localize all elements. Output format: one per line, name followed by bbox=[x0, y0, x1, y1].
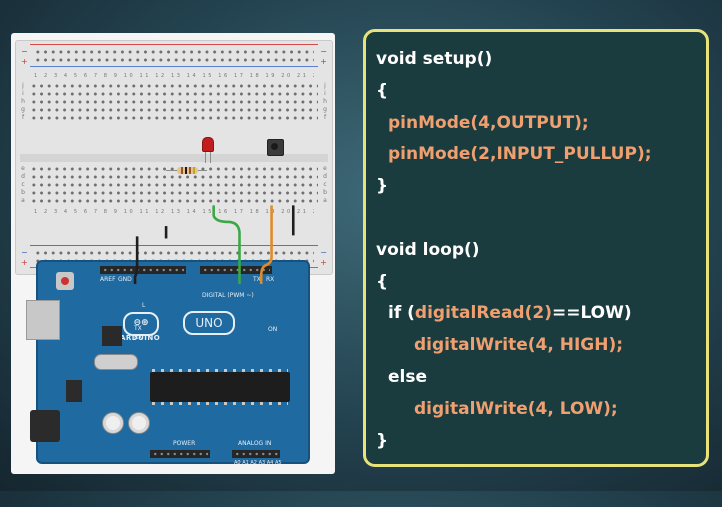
code-digitalread: digitalRead(2) bbox=[414, 303, 552, 324]
code-line-loop-signature: void loop() bbox=[376, 239, 480, 260]
row-letter: d bbox=[21, 173, 25, 180]
capacitor bbox=[128, 412, 150, 434]
usb-chip bbox=[102, 326, 122, 346]
code-line-open-brace: { bbox=[376, 271, 389, 292]
l-label: L bbox=[142, 302, 146, 309]
rx-label: RX bbox=[266, 276, 275, 283]
arduino-uno-board: AREF GND DIGITAL (PWM ~) TX RX L TX RX O… bbox=[26, 260, 310, 466]
row-letter: g bbox=[21, 106, 25, 113]
rail-plus-sign: + bbox=[21, 57, 28, 66]
row-letter: e bbox=[21, 165, 25, 172]
resistor-lead bbox=[198, 170, 207, 171]
row-letter: c bbox=[323, 181, 327, 188]
tx-led-label: TX bbox=[134, 325, 142, 332]
resistor-band bbox=[193, 167, 195, 174]
rail-line-negative bbox=[30, 245, 318, 246]
led-leg bbox=[205, 151, 206, 163]
resistor-band bbox=[185, 167, 187, 174]
digital-header-left bbox=[100, 266, 186, 274]
analog-header bbox=[232, 450, 280, 458]
row-letter: h bbox=[21, 98, 25, 105]
analog-pins-label: A0 A1 A2 A3 A4 A5 bbox=[234, 460, 282, 466]
gnd-label: GND bbox=[118, 276, 132, 283]
code-line-blank bbox=[376, 203, 696, 235]
row-letter: a bbox=[21, 197, 25, 204]
code-if-keyword: if ( bbox=[388, 303, 415, 324]
breadboard: − + − + 1 2 3 4 5 6 7 8 9 10 11 12 13 14… bbox=[15, 40, 333, 275]
row-letter: f bbox=[21, 114, 25, 121]
rail-line-negative bbox=[30, 66, 318, 67]
row-letter: e bbox=[323, 165, 327, 172]
resistor-lead bbox=[166, 170, 177, 171]
code-line-setup-signature: void setup() bbox=[376, 49, 493, 69]
resistor-band bbox=[181, 167, 183, 174]
aref-label: AREF bbox=[100, 276, 116, 283]
code-line-else: else bbox=[388, 366, 428, 387]
code-line-digitalwrite-low: digitalWrite(4, LOW); bbox=[414, 398, 618, 419]
arduino-logo: ⊖⊕ bbox=[123, 312, 159, 336]
crystal-oscillator bbox=[94, 354, 138, 370]
code-line-digitalwrite-high: digitalWrite(4, HIGH); bbox=[414, 335, 624, 356]
row-letter: a bbox=[323, 197, 327, 204]
code-line-pinmode-output: pinMode(4,OUTPUT); bbox=[388, 112, 589, 133]
voltage-regulator bbox=[66, 380, 82, 402]
row-letter: c bbox=[21, 181, 25, 188]
terminal-holes-lower bbox=[30, 165, 318, 205]
power-header bbox=[150, 450, 210, 458]
atmega-chip bbox=[150, 369, 290, 405]
usb-port bbox=[26, 300, 60, 340]
row-letter: g bbox=[323, 106, 327, 113]
power-label: POWER bbox=[173, 440, 196, 447]
code-line-close-brace: } bbox=[376, 430, 389, 451]
row-letter: j bbox=[22, 82, 24, 89]
uno-logo: UNO bbox=[183, 311, 235, 335]
row-letter: f bbox=[323, 114, 327, 121]
rail-line-positive bbox=[30, 44, 318, 45]
rail-minus-sign: − bbox=[21, 47, 28, 56]
resistor[interactable] bbox=[177, 167, 198, 174]
push-button-cap[interactable] bbox=[271, 143, 278, 150]
rail-holes bbox=[34, 48, 314, 64]
row-letter: i bbox=[22, 90, 24, 97]
digital-header-right bbox=[200, 266, 272, 274]
analog-label: ANALOG IN bbox=[238, 440, 272, 447]
column-numbers-top: 1 2 3 4 5 6 7 8 9 10 11 12 13 14 15 16 1… bbox=[34, 73, 314, 79]
rail-plus-sign: + bbox=[21, 258, 28, 267]
code-panel: void setup() { pinMode(4,OUTPUT); pinMod… bbox=[363, 29, 709, 467]
capacitor bbox=[102, 412, 124, 434]
rail-minus-sign: − bbox=[320, 47, 327, 56]
row-letter: b bbox=[323, 189, 327, 196]
row-letter: d bbox=[323, 173, 327, 180]
code-line-open-brace: { bbox=[376, 80, 389, 101]
rail-minus-sign: − bbox=[21, 248, 28, 257]
column-numbers-bottom: 1 2 3 4 5 6 7 8 9 10 11 12 13 14 15 16 1… bbox=[34, 209, 314, 215]
rail-plus-sign: + bbox=[320, 57, 327, 66]
digital-label: DIGITAL (PWM ~) bbox=[202, 292, 254, 299]
row-letter: j bbox=[324, 82, 326, 89]
power-rail-top: − + − + bbox=[20, 43, 328, 69]
center-groove bbox=[20, 154, 328, 162]
rail-plus-sign: + bbox=[320, 258, 327, 267]
row-letter: b bbox=[21, 189, 25, 196]
code-line-close-brace: } bbox=[376, 176, 389, 197]
code-if-condition: ==LOW) bbox=[551, 303, 632, 324]
resistor-band bbox=[189, 167, 191, 174]
code-line-pinmode-input: pinMode(2,INPUT_PULLUP); bbox=[388, 144, 652, 165]
arduino-brand: ARDUINO bbox=[120, 334, 161, 342]
tx-label: TX bbox=[253, 276, 261, 283]
terminal-holes-upper bbox=[30, 82, 318, 122]
code-line-if: if (digitalRead(2)==LOW) bbox=[376, 298, 696, 330]
rx-led-label: RX bbox=[134, 334, 143, 341]
circuit-panel: − + − + 1 2 3 4 5 6 7 8 9 10 11 12 13 14… bbox=[11, 33, 335, 474]
reset-button[interactable] bbox=[61, 277, 69, 285]
red-led[interactable] bbox=[202, 137, 214, 152]
on-label: ON bbox=[268, 326, 278, 333]
led-leg bbox=[210, 151, 211, 163]
power-jack bbox=[30, 410, 60, 442]
row-letter: i bbox=[324, 90, 326, 97]
row-letter: h bbox=[323, 98, 327, 105]
rail-minus-sign: − bbox=[320, 248, 327, 257]
